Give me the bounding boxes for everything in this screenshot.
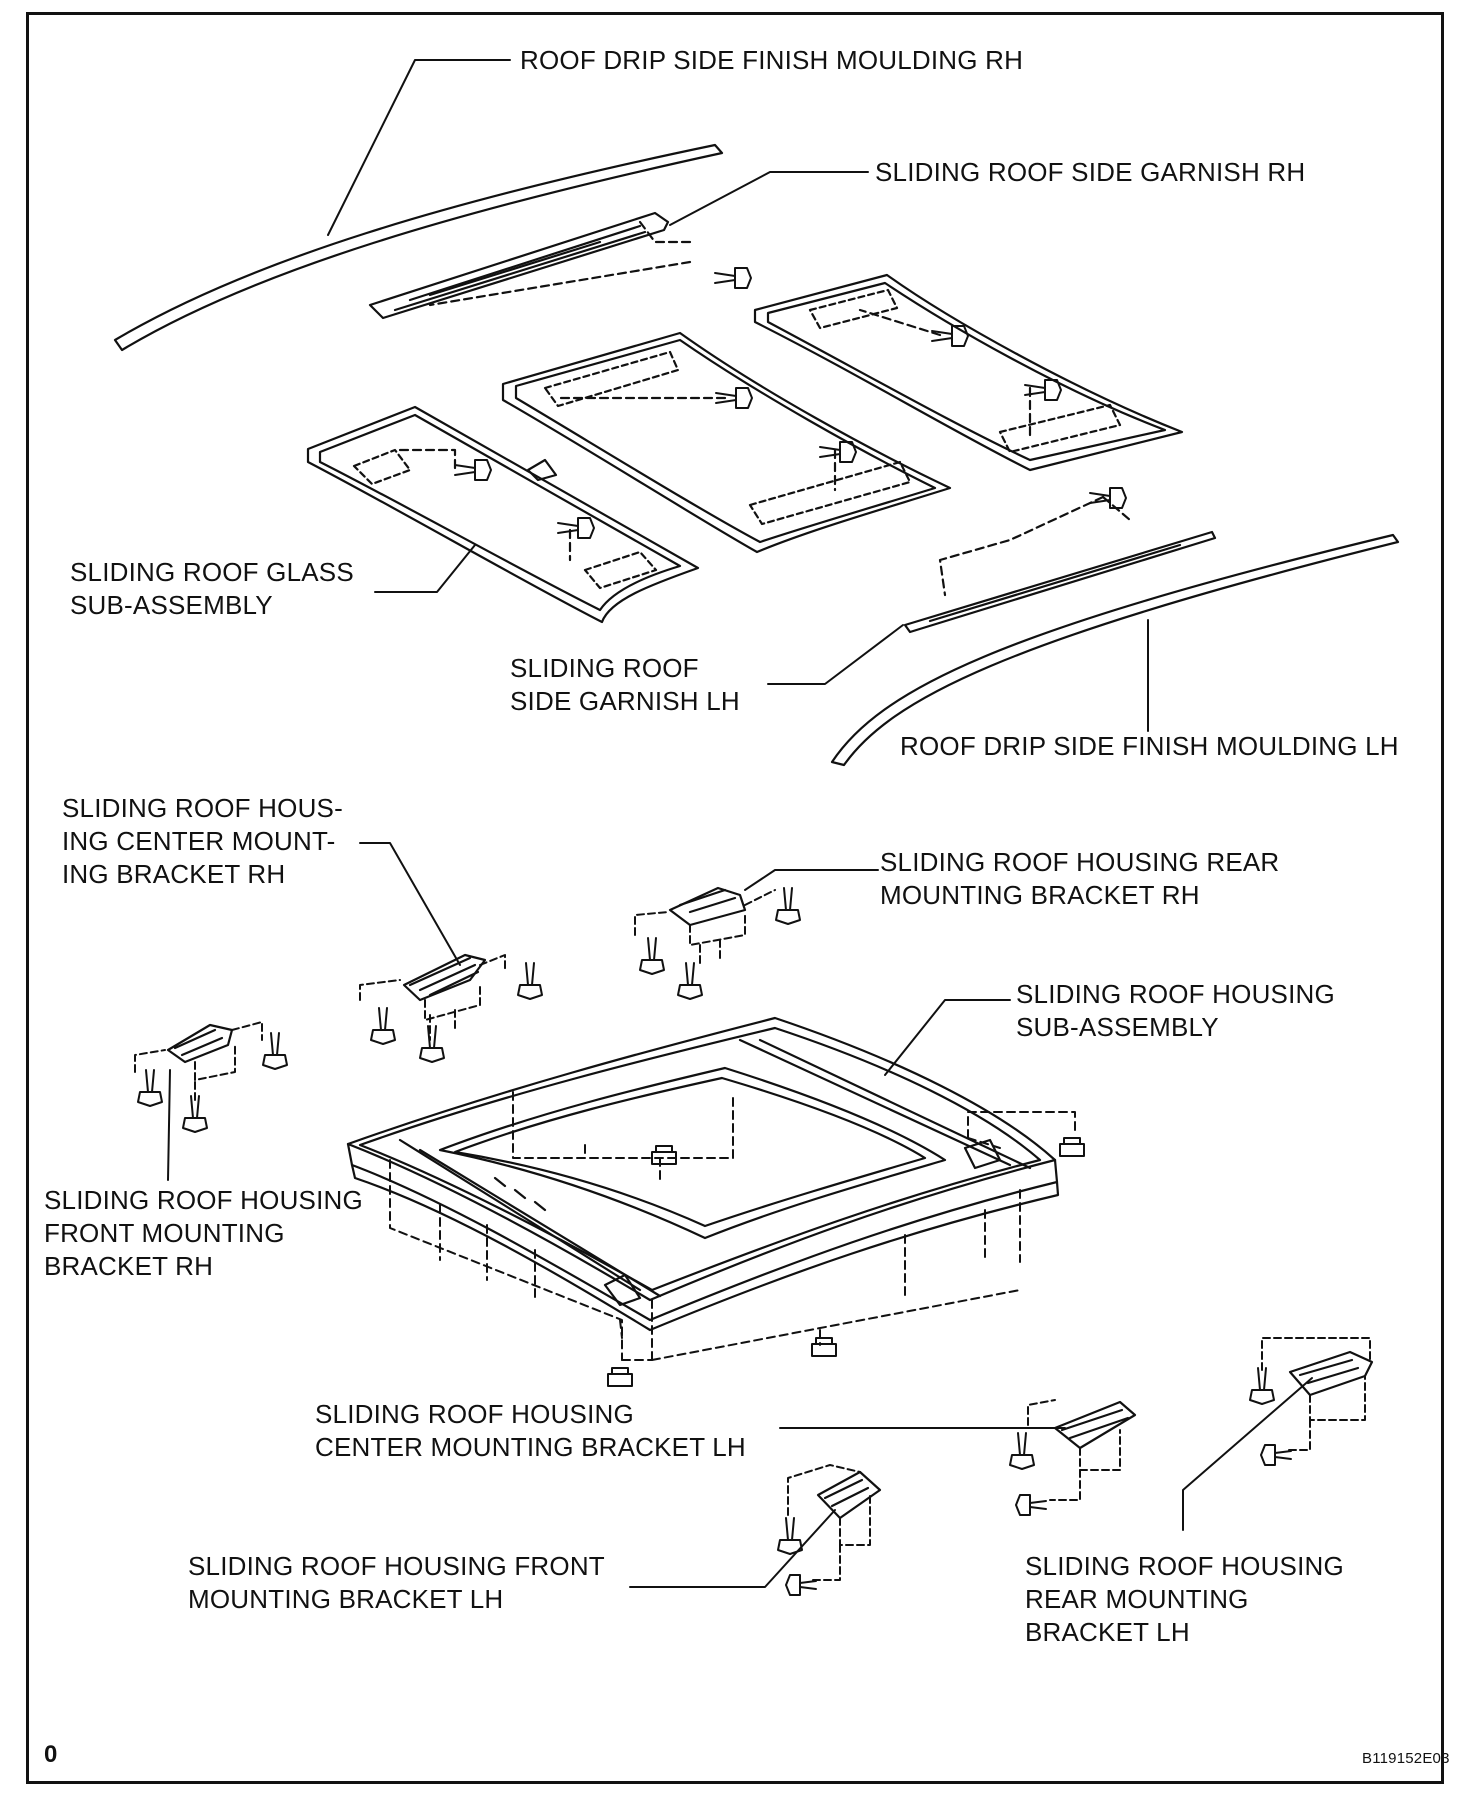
label-rear-bracket-lh: SLIDING ROOF HOUSING REAR MOUNTING BRACK…: [1025, 1551, 1344, 1647]
center-bracket-lh: [1009, 1399, 1137, 1516]
roof-drip-moulding-lh: [830, 533, 1400, 767]
label-drip-moulding-lh: ROOF DRIP SIDE FINISH MOULDING LH: [900, 731, 1399, 761]
leaders-top: [327, 59, 1149, 732]
label-housing-sub-assembly: SLIDING ROOF HOUSING SUB-ASSEMBLY: [1016, 979, 1335, 1042]
rear-bracket-rh: [634, 886, 801, 1000]
label-side-garnish-rh: SLIDING ROOF SIDE GARNISH RH: [875, 157, 1306, 187]
side-garnish-lh: [903, 530, 1217, 634]
glass-panel-middle: [501, 331, 952, 554]
nuts-housing: [607, 1137, 1085, 1387]
bolts-top: [454, 267, 1127, 539]
label-center-bracket-lh: SLIDING ROOF HOUSING CENTER MOUNTING BRA…: [315, 1399, 746, 1462]
label-side-garnish-lh: SLIDING ROOF SIDE GARNISH LH: [510, 653, 740, 716]
front-bracket-lh: [777, 1464, 882, 1596]
label-drip-moulding-rh: ROOF DRIP SIDE FINISH MOULDING RH: [520, 45, 1024, 75]
housing-sub-assembly: [346, 1016, 1060, 1332]
front-bracket-rh: [134, 1021, 288, 1133]
leaders-bottom: [167, 842, 1313, 1588]
glass-panel-right: [753, 273, 1184, 472]
label-front-bracket-rh: SLIDING ROOF HOUSING FRONT MOUNTING BRAC…: [44, 1185, 363, 1281]
figure-id: B119152E03: [1362, 1750, 1450, 1767]
center-bracket-rh: [359, 953, 543, 1063]
label-glass-sub-assembly: SLIDING ROOF GLASS SUB-ASSEMBLY: [70, 557, 354, 620]
figure-frame: [26, 12, 1444, 1784]
roof-drip-moulding-rh: [113, 143, 724, 352]
glass-panel-left: [306, 405, 700, 624]
label-center-bracket-rh: SLIDING ROOF HOUS- ING CENTER MOUNT- ING…: [62, 793, 343, 889]
label-rear-bracket-rh: SLIDING ROOF HOUSING REAR MOUNTING BRACK…: [880, 847, 1280, 910]
corner-mark: 0: [44, 1741, 58, 1768]
side-garnish-rh: [368, 211, 670, 320]
fastener-guides-housing: [389, 1091, 1076, 1361]
label-front-bracket-lh: SLIDING ROOF HOUSING FRONT MOUNTING BRAC…: [188, 1551, 605, 1614]
rear-bracket-lh: [1249, 1337, 1374, 1466]
